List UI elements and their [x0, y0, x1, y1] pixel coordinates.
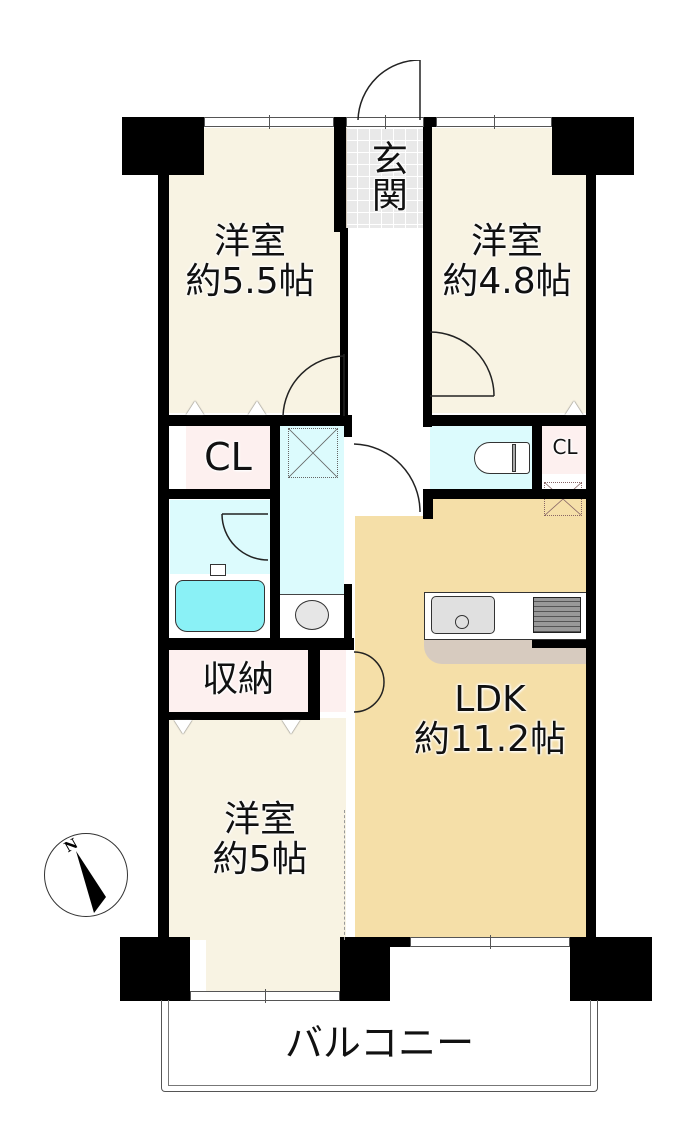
north-arrow-icon	[76, 851, 106, 913]
storage-floor	[168, 650, 308, 712]
wall-genkan-left	[334, 127, 346, 232]
kitchen-sink-drain	[455, 615, 469, 629]
balcony	[161, 1000, 598, 1092]
ldk-floor	[355, 496, 588, 939]
toilet-tank	[512, 444, 516, 472]
door-bath-swing-icon	[221, 513, 269, 561]
wall-row3-top	[158, 638, 354, 650]
window-ldk	[410, 935, 570, 949]
storage-label: 収納	[201, 659, 274, 700]
door-nw-room-swing-icon	[282, 354, 345, 417]
wall-ne-room-left	[423, 127, 432, 427]
washbasin	[295, 600, 329, 630]
room-size: 約11.2帖	[413, 719, 567, 761]
room-western-sw-label: 洋室 約5帖	[180, 799, 340, 881]
wall-toilet-right	[532, 415, 542, 499]
closet-w-floor	[186, 426, 270, 490]
wall-storage-right	[308, 650, 320, 718]
toilet	[474, 442, 530, 474]
room-size: 約5.5帖	[185, 261, 315, 303]
room-size: 約4.8帖	[442, 261, 572, 303]
room-name: 洋室	[213, 221, 286, 262]
balcony-label: バルコニー	[284, 1021, 475, 1065]
wall-storage-bottom	[158, 712, 320, 720]
wall-washroom-left	[270, 415, 280, 647]
room-name: 洋室	[223, 799, 296, 840]
room-size: 約5帖	[212, 839, 308, 881]
compass: N	[44, 833, 128, 917]
room-western-sw-floor	[168, 718, 346, 940]
wall-closet-bottom	[158, 489, 278, 499]
stove	[533, 597, 581, 633]
window-sw	[190, 989, 340, 1003]
genkan-label: 玄関	[365, 140, 407, 212]
wall-washroom-right-low	[344, 584, 352, 648]
closet-e-floor	[542, 426, 588, 474]
wall-row2-top	[158, 415, 348, 426]
room-western-ne-floor	[430, 128, 588, 413]
ldk-label: LDK 約11.2帖	[390, 679, 590, 761]
door-storage-swing-icon	[353, 651, 385, 713]
room-western-sw-lower-floor	[206, 940, 346, 992]
washer-space	[288, 428, 338, 478]
storage-door-marker	[174, 720, 192, 734]
kitchen-wall-stub	[532, 640, 588, 648]
bathtub	[175, 580, 265, 632]
genkan-floor	[345, 128, 425, 228]
wall-row2-top-e	[423, 415, 593, 426]
window-ne	[436, 115, 552, 129]
wall-washroom-right	[344, 415, 352, 437]
wall-toilet-bottom	[423, 489, 593, 499]
balcony-inner-rail	[168, 1000, 591, 1086]
closet-w-label: CL	[204, 435, 252, 479]
closet-door-marker	[186, 401, 204, 415]
door-ldk-swing-icon	[353, 443, 421, 513]
pillar-se	[570, 937, 652, 1001]
door-ne-room-swing-icon	[429, 331, 495, 397]
hall-lower-floor	[355, 440, 430, 516]
pillar-sw	[120, 937, 190, 1001]
room-western-nw-label: 洋室 約5.5帖	[170, 221, 330, 303]
storage-side-floor	[320, 650, 346, 712]
wall-left	[158, 117, 169, 957]
wall-right	[586, 117, 596, 957]
window-genkan	[346, 115, 424, 129]
fridge-space	[544, 482, 582, 516]
wall-ldk-bottom	[340, 937, 410, 947]
storage-door-marker	[282, 720, 300, 734]
closet-door-marker	[248, 401, 266, 415]
window-nw	[204, 115, 334, 129]
bath-faucet	[210, 564, 226, 576]
sliding-partition	[344, 810, 348, 940]
wall-nw-room-right	[340, 228, 348, 423]
front-door-swing-icon	[357, 60, 421, 121]
closet-e-label: CL	[552, 435, 578, 459]
wall-hall-stub	[423, 489, 433, 519]
pillar-s-mid	[340, 937, 390, 1001]
room-name: 洋室	[470, 221, 543, 262]
room-name: LDK	[454, 679, 526, 720]
closet-door-marker	[565, 401, 583, 415]
room-western-ne-label: 洋室 約4.8帖	[432, 221, 582, 303]
